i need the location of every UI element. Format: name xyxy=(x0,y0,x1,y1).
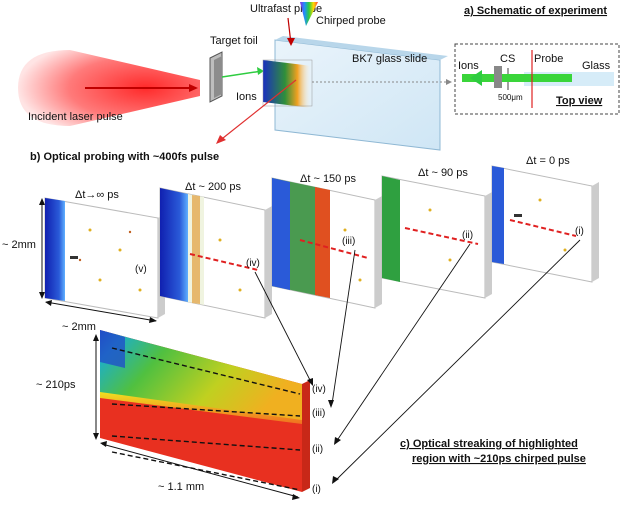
connector-iii xyxy=(331,249,356,405)
top-view-link-head xyxy=(446,79,452,85)
streak-time-label: ~ 210ps xyxy=(36,379,76,391)
panel-v-delay: Δt→∞ ps xyxy=(75,189,119,201)
section-a-title: a) Schematic of experiment xyxy=(464,5,607,17)
top-view-scale-label: 500μm xyxy=(498,93,523,102)
target-foil-face xyxy=(214,56,222,98)
top-view-ion-head xyxy=(470,70,482,86)
ions-arrow xyxy=(221,70,263,78)
panel-v-marker: (v) xyxy=(135,264,147,275)
streak-length-label: ~ 1.1 mm xyxy=(158,481,204,493)
connector-ii-head xyxy=(334,437,341,445)
streak-marker-iv: (iv) xyxy=(312,384,326,395)
ion-imprint-frame xyxy=(262,59,313,107)
top-view-title: Top view xyxy=(556,95,603,107)
probe-panel-iv xyxy=(159,187,272,319)
connector-ii xyxy=(335,243,471,443)
connector-iv xyxy=(254,271,313,385)
panel-height-arrow-top xyxy=(39,198,45,205)
panel-height-arrow-bottom xyxy=(39,292,45,299)
probe-panel-i xyxy=(491,165,599,283)
glass-slide-label: BK7 glass slide xyxy=(352,53,427,65)
streak-marker-ii: (ii) xyxy=(312,444,323,455)
panel-iv-delay: Δt ~ 200 ps xyxy=(185,181,241,193)
connector-i-head xyxy=(332,476,339,484)
top-view-probe-label: Probe xyxy=(534,53,563,65)
panel-ii-marker: (ii) xyxy=(462,230,473,241)
probe-exit-arrow xyxy=(217,79,297,143)
panel-width-label: ~ 2mm xyxy=(62,321,96,333)
streak-time-arrow-bottom xyxy=(93,433,99,440)
glass-slide-edge xyxy=(275,36,448,60)
probe-panel-v xyxy=(44,197,165,319)
section-c-title-1: c) Optical streaking of highlighted xyxy=(400,438,578,450)
panel-width-arrow-right xyxy=(149,317,157,323)
connector-iii-head xyxy=(328,400,334,408)
panel-width-arrow xyxy=(45,301,157,322)
chirped-probe-fan xyxy=(300,2,318,26)
panel-ii-delay: Δt ~ 90 ps xyxy=(418,167,468,179)
ultrafast-probe-arrowhead xyxy=(287,38,295,46)
streak-length-arrow-left xyxy=(100,441,107,447)
streak-marker-i: (i) xyxy=(312,484,321,495)
target-foil-label: Target foil xyxy=(210,35,258,47)
laser-arrowhead xyxy=(189,84,198,92)
panel-i-marker: (i) xyxy=(575,226,584,237)
probe-panel-ii xyxy=(381,175,492,299)
connector-iv-head xyxy=(307,378,313,386)
panel-i-delay: Δt = 0 ps xyxy=(526,155,570,167)
section-c-title-2: region with ~210ps chirped pulse xyxy=(412,453,586,465)
streak-length-arrow xyxy=(101,443,299,498)
incident-laser-label: Incident laser pulse xyxy=(28,111,123,123)
connector-i xyxy=(333,239,581,483)
top-view-ions-label: Ions xyxy=(458,60,479,72)
streak-line-iv xyxy=(111,347,301,395)
panel-iii-delay: Δt ~ 150 ps xyxy=(300,173,356,185)
probe-exit-arrowhead xyxy=(216,135,226,144)
chirped-probe-label: Chirped probe xyxy=(316,15,386,27)
streak-line-iii xyxy=(111,403,301,417)
streak-marker-iii: (iii) xyxy=(312,408,325,419)
ions-arrowhead xyxy=(257,67,264,75)
streak-image xyxy=(100,330,310,492)
top-view-cs-label: CS xyxy=(500,53,515,65)
top-view-glass-label: Glass xyxy=(582,60,611,72)
streak-length-arrow-right xyxy=(292,494,300,500)
panel-width-arrow-left xyxy=(45,300,52,306)
top-view-ion-beam xyxy=(462,74,572,82)
ions-label: Ions xyxy=(236,91,257,103)
panel-height-label: ~ 2mm xyxy=(2,239,36,251)
panel-iii-marker: (iii) xyxy=(342,236,355,247)
section-b-title: b) Optical probing with ~400fs pulse xyxy=(30,151,219,163)
top-view-cs-plate xyxy=(494,66,502,88)
streak-time-arrow-top xyxy=(93,334,99,341)
panel-iv-marker: (iv) xyxy=(246,258,260,269)
probe-panel-iii xyxy=(271,177,382,309)
